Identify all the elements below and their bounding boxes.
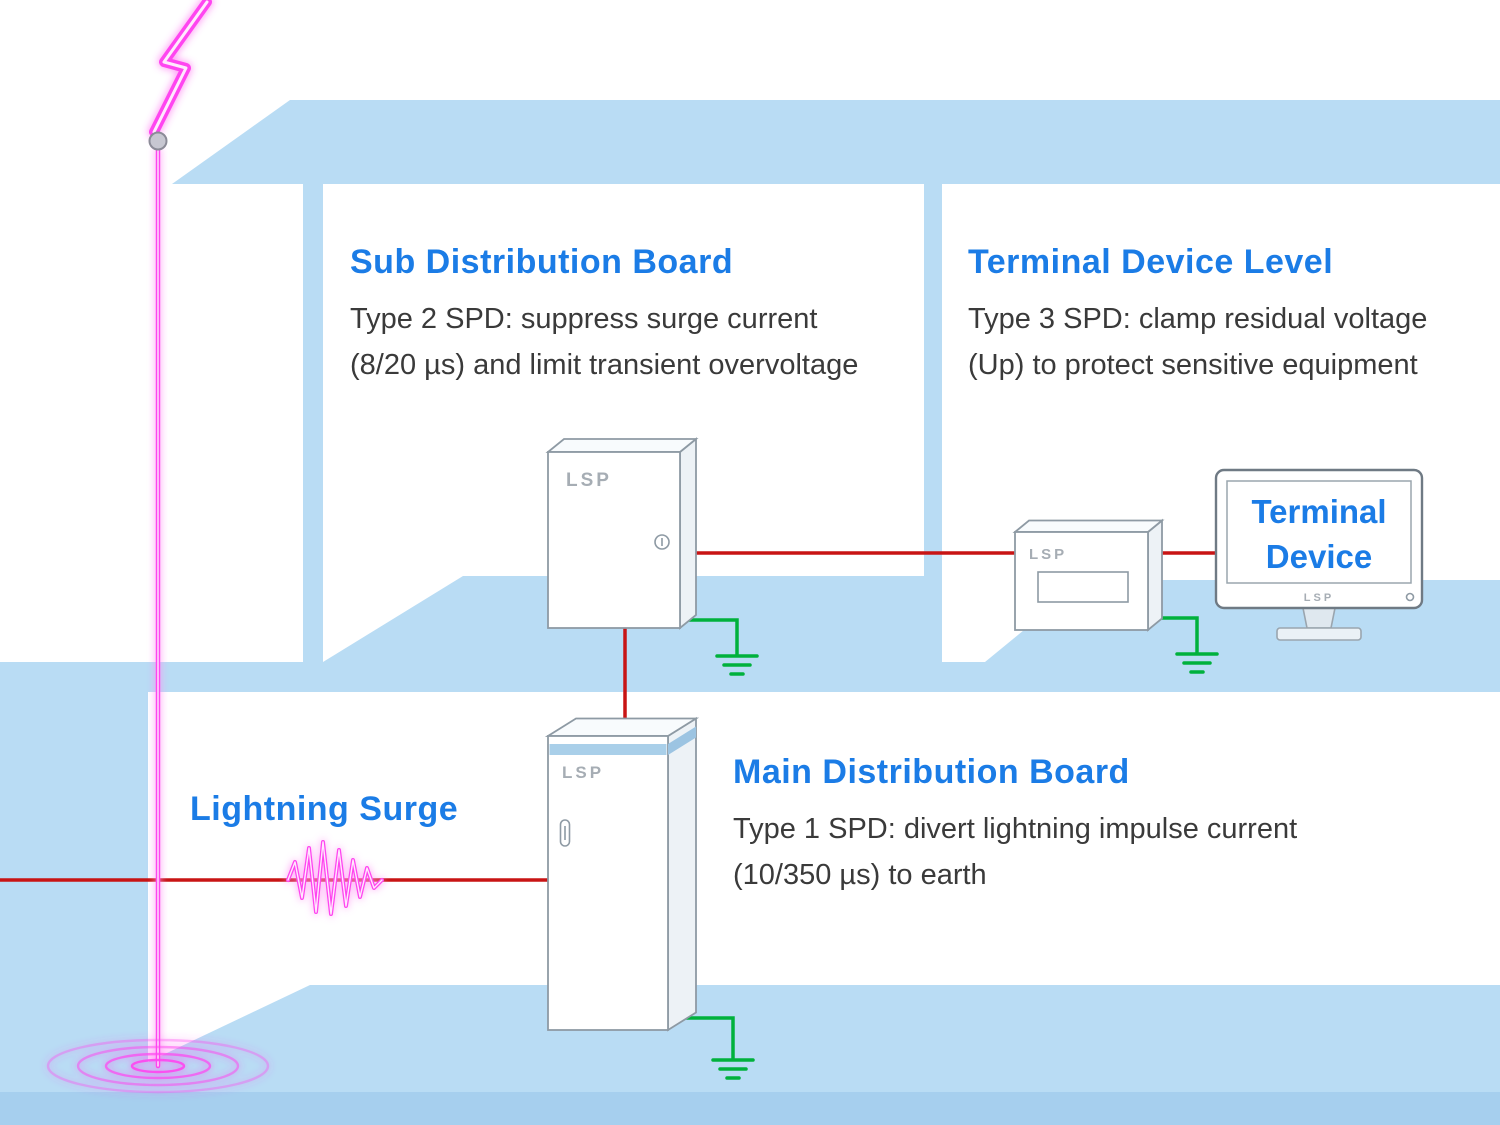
earth-symbol-main-board xyxy=(676,1016,755,1080)
cabinet-front xyxy=(547,451,681,629)
lightning-bolt-core xyxy=(152,0,209,134)
brand-logo: LSP xyxy=(1029,546,1067,563)
terminal-level-desc-line1: Type 3 SPD: clamp residual voltage xyxy=(968,303,1428,335)
box-top xyxy=(1012,519,1165,533)
main-board-title: Main Distribution Board xyxy=(733,753,1130,791)
monitor-stand-neck xyxy=(1302,607,1336,629)
ground-front-strip xyxy=(0,1092,1500,1125)
sub-board-desc-line1: Type 2 SPD: suppress surge current xyxy=(350,303,818,335)
cabinet-top xyxy=(545,438,699,453)
cabinet-front xyxy=(547,735,669,1031)
ground-slab xyxy=(148,985,1500,1125)
brand-logo: LSP xyxy=(566,470,612,491)
power-wires xyxy=(0,551,1218,882)
floor-band xyxy=(0,662,1500,692)
cabinet-trim xyxy=(549,744,667,755)
pillar-right xyxy=(924,184,942,664)
pillar-left xyxy=(303,184,323,664)
cabinet-side xyxy=(667,716,697,1032)
cabinet-trim-side xyxy=(668,726,696,755)
power-indicator xyxy=(1405,592,1415,602)
main-board-desc-line1: Type 1 SPD: divert lightning impulse cur… xyxy=(733,813,1298,845)
main-distribution-board-cabinet: LSP xyxy=(544,716,700,1032)
lightning-elements xyxy=(46,0,384,1094)
terminal-device-monitor: LSP xyxy=(1214,468,1424,641)
cabinet-side xyxy=(679,437,697,630)
brand-logo: LSP xyxy=(1304,592,1334,604)
left-exterior-wall xyxy=(0,690,148,1125)
surge-waveform-core xyxy=(287,841,383,915)
door-handle xyxy=(654,534,670,550)
sub-board-desc-line2: (8/20 µs) and limit transient overvoltag… xyxy=(350,349,859,381)
sub-board-title: Sub Distribution Board xyxy=(350,243,734,281)
earth-symbol-sub-board xyxy=(684,618,759,676)
ground-ripples xyxy=(46,1038,270,1094)
lightning-surge-title: Lightning Surge xyxy=(190,790,459,828)
monitor-screen xyxy=(1226,480,1412,584)
terminal-level-label: Terminal Device Level Type 3 SPD: clamp … xyxy=(968,243,1427,388)
terminal-device-line1: Terminal xyxy=(1251,493,1387,530)
brand-logo: LSP xyxy=(562,763,604,782)
spd-terminal-box: LSP xyxy=(1012,518,1165,632)
sub-distribution-board-cabinet: LSP xyxy=(545,437,699,630)
main-board-desc-line2: (10/350 µs) to earth xyxy=(733,859,987,891)
terminal-device-line2: Device xyxy=(1265,538,1373,575)
terminal-device-screen-label: Terminal Device xyxy=(1227,489,1411,579)
box-front xyxy=(1014,531,1149,631)
monitor-stand-base xyxy=(1276,627,1362,641)
door-handle xyxy=(559,819,571,847)
terminal-level-desc-line2: (Up) to protect sensitive equipment xyxy=(968,349,1418,381)
roof-slab xyxy=(172,100,1500,184)
earth-symbol-spd-box xyxy=(1156,616,1219,674)
lightning-surge-label: Lightning Surge xyxy=(190,790,458,829)
cabinet-top xyxy=(544,717,700,737)
main-board-label: Main Distribution Board Type 1 SPD: dive… xyxy=(733,753,1297,898)
box-side xyxy=(1147,518,1163,632)
terminal-level-title: Terminal Device Level xyxy=(968,243,1334,281)
sub-board-label: Sub Distribution Board Type 2 SPD: suppr… xyxy=(350,243,858,388)
rod-air-terminal-ball xyxy=(148,131,168,151)
box-window xyxy=(1037,571,1129,603)
